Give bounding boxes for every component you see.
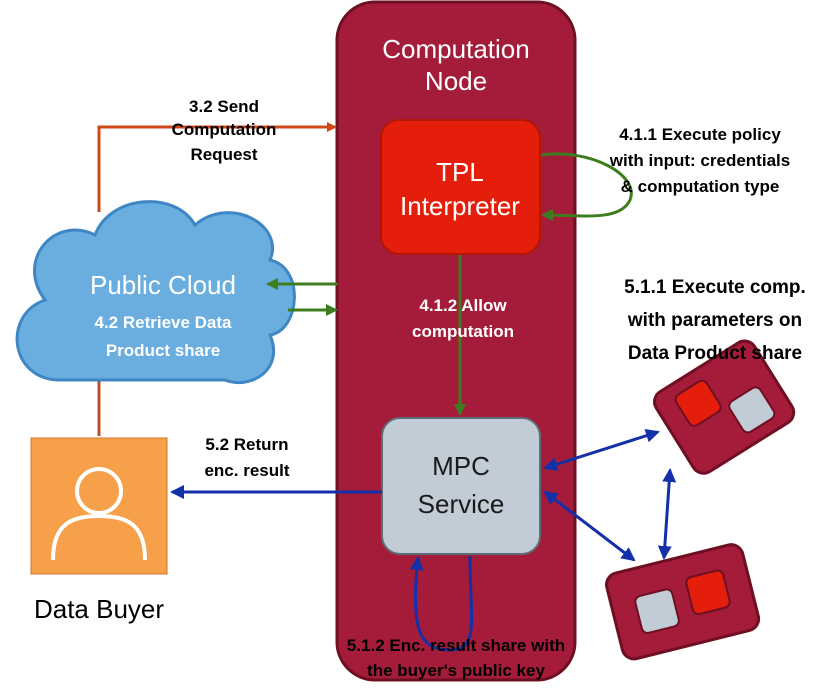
- return-result-label: 5.2 Return: [205, 435, 288, 454]
- send-request-label-2: Computation: [172, 120, 277, 139]
- execute-policy-arrow: [540, 152, 633, 222]
- allow-computation-label: 4.1.2 Allow: [419, 296, 507, 315]
- data-product-share-device-top: [653, 339, 796, 475]
- mpc-service-box: [381, 417, 541, 555]
- send-request-line: [97, 122, 337, 212]
- share-chip-red: [674, 379, 722, 427]
- execute-comp-label-3: Data Product share: [628, 343, 802, 364]
- public-cloud-shape: [15, 200, 296, 385]
- execute-policy-label-3: & computation type: [621, 177, 780, 196]
- send-request-label: 3.2 Send: [189, 97, 259, 116]
- execute-policy-label: 4.1.1 Execute policy: [619, 125, 781, 144]
- share-chip-grey: [728, 386, 776, 434]
- enc-result-loop-arrow: [409, 555, 474, 652]
- computation-node: [335, 0, 577, 682]
- return-result-label-2: enc. result: [204, 461, 289, 480]
- share-to-share-arrow: [657, 468, 677, 560]
- mpc-to-share-top-arrow: [543, 428, 660, 472]
- mpc-to-share-bottom-arrow: [543, 490, 636, 562]
- share-chip-grey: [634, 588, 680, 634]
- allow-computation-label-2: computation: [412, 322, 514, 341]
- enc-result-label: 5.1.2 Enc. result share with: [347, 636, 565, 655]
- tpl-interpreter-box: [380, 119, 541, 255]
- computation-node-title-line2: Node: [425, 66, 487, 96]
- public-cloud-sub-line2: Product share: [106, 341, 220, 360]
- data-product-share-device-bottom: [605, 543, 761, 661]
- execute-comp-label-2: with parameters on: [627, 310, 802, 331]
- public-cloud-title: Public Cloud: [90, 270, 236, 300]
- data-buyer-label: Data Buyer: [34, 594, 164, 624]
- computation-node-title: Computation: [382, 34, 529, 64]
- execute-comp-label: 5.1.1 Execute comp.: [624, 277, 806, 298]
- send-request-label-3: Request: [190, 145, 257, 164]
- person-icon: [51, 467, 147, 561]
- mpc-service-label-line2: Service: [418, 489, 505, 519]
- enc-result-label-2: the buyer's public key: [367, 661, 545, 680]
- execute-policy-label-2: with input: credentials: [609, 151, 790, 170]
- public-cloud-sub: 4.2 Retrieve Data: [94, 313, 232, 332]
- tpl-interpreter-label: TPL: [436, 157, 484, 187]
- mpc-service-label: MPC: [432, 451, 490, 481]
- tpl-interpreter-label-line2: Interpreter: [400, 191, 520, 221]
- share-chip-red: [685, 569, 731, 616]
